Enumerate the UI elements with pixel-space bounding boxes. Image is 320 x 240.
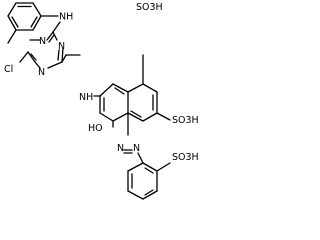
triazine-ring [27, 31, 67, 69]
hydroxyl-label: HO [88, 123, 103, 134]
triazine-n-bottom-label: N [38, 67, 45, 78]
azo-n2-label: N [133, 143, 140, 154]
tolyl-ring [7, 2, 42, 31]
so3h-bottom-bond [156, 162, 171, 172]
methyl-bond [7, 29, 17, 44]
azo-benzene-bond [137, 152, 144, 164]
naphthalene-ring-left [99, 83, 129, 122]
nh-triazine-bond [52, 21, 61, 33]
so3h-right-label: SO3H [172, 115, 199, 126]
so3h-bottom-label: SO3H [172, 152, 199, 163]
nh-top-label: NH [59, 12, 73, 23]
chloro-bond [19, 51, 29, 63]
chemical-structure-diagram: NH N N N Cl NH [4, 2, 199, 200]
so3h-top-label: SO3H [136, 2, 163, 13]
so3h-right-bond [156, 112, 171, 121]
azo-n1-label: N [117, 143, 124, 154]
chloro-label: Cl [4, 64, 13, 75]
triazine-n-top-label: N [39, 36, 46, 47]
triazine-n-left-label: N [58, 41, 65, 52]
naphthalene-ring-right [127, 83, 158, 122]
sulfophenyl-ring [127, 162, 158, 200]
nh-linker-label: NH [79, 92, 93, 103]
